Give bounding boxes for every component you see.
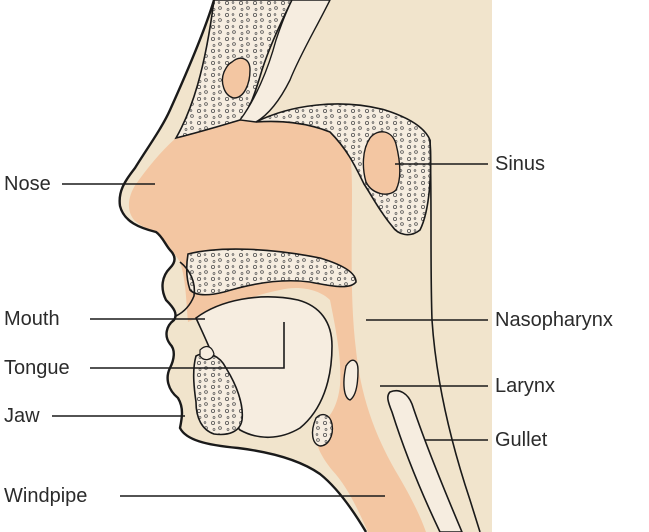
hyoid-bone [313, 415, 333, 446]
sphenoid-sinus [363, 132, 399, 194]
label-tongue-text: Tongue [4, 357, 70, 379]
label-sinus-text: Sinus [495, 153, 545, 175]
label-mouth-text: Mouth [4, 308, 60, 330]
label-windpipe-text: Windpipe [4, 485, 87, 507]
label-jaw-text: Jaw [4, 405, 40, 427]
lower-teeth [200, 347, 214, 360]
label-gullet-text: Gullet [495, 429, 548, 451]
label-nasopharynx-text: Nasopharynx [495, 309, 613, 331]
label-larynx-text: Larynx [495, 375, 555, 397]
label-nose-text: Nose [4, 173, 51, 195]
